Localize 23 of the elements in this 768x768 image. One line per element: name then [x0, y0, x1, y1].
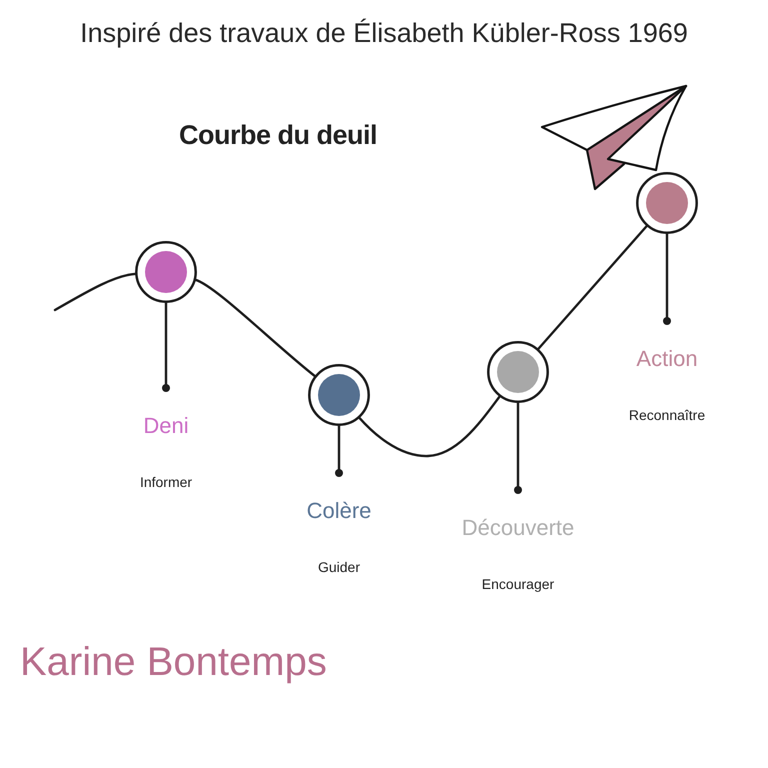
stage-task: Informer [140, 473, 192, 491]
pin-line [162, 300, 170, 392]
stage-name: Deni [143, 413, 189, 439]
stage-name: Colère [306, 498, 372, 524]
curve-line [358, 394, 502, 458]
stage-task: Reconnaître [628, 406, 706, 424]
curve-line [194, 278, 317, 378]
curve-line [54, 272, 138, 312]
curve-line [536, 224, 648, 351]
stage-task: Guider [318, 558, 360, 576]
stage-name: Action [636, 346, 698, 372]
chart-title: Courbe du deuil [179, 119, 377, 151]
stage-circle [135, 241, 197, 303]
subtitle: Inspiré des travaux de Élisabeth Kübler-Ross 1969 [80, 17, 688, 49]
stage-name: Découverte [462, 515, 574, 541]
author-name: Karine Bontemps [20, 639, 327, 686]
stage-circle [636, 172, 698, 234]
pin-line [335, 424, 343, 477]
pin-line [514, 400, 522, 494]
stage-task: Encourager [482, 575, 554, 593]
pin-line [663, 232, 671, 325]
stage-circle [487, 341, 549, 403]
stage-circle [308, 364, 370, 426]
